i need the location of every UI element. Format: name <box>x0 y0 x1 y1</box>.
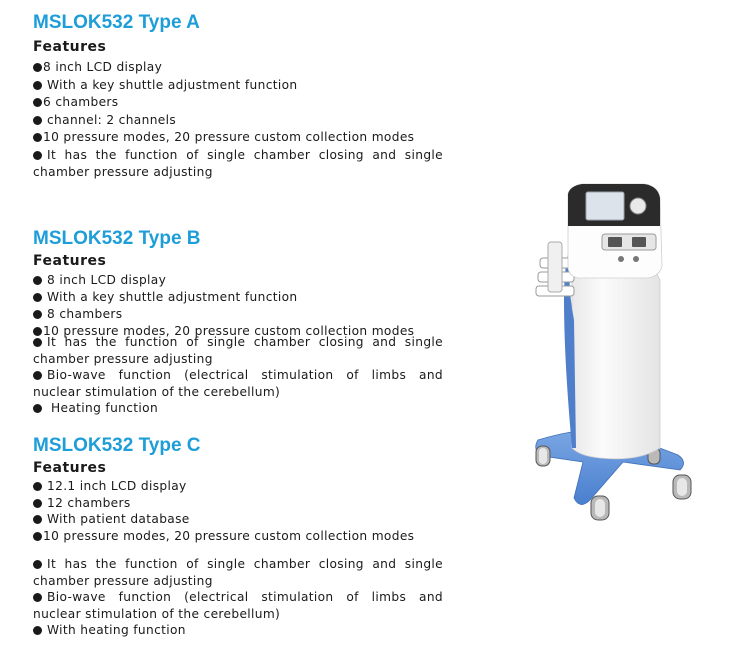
wheel-icon <box>590 495 610 521</box>
list-item: 6 chambers <box>33 94 443 111</box>
list-item: 8 inch LCD display <box>33 272 443 289</box>
list-item: 8 inch LCD display <box>33 59 443 76</box>
bullet-icon <box>33 97 42 107</box>
lcd-screen <box>585 191 625 221</box>
bullet-icon <box>33 115 42 125</box>
type-a-section: MSLOK532 Type A Features 8 inch LCD disp… <box>33 12 445 179</box>
bullet-icon <box>33 531 42 541</box>
list-item: channel: 2 channels <box>33 112 443 129</box>
bullet-icon <box>33 514 42 524</box>
list-item: 10 pressure modes, 20 pressure custom co… <box>33 528 443 545</box>
type-a-features-heading: Features <box>33 39 107 55</box>
bullet-icon <box>33 370 42 380</box>
bullet-icon <box>33 275 42 285</box>
list-item: With heating function <box>33 622 443 639</box>
bullet-icon <box>33 326 42 336</box>
list-item: 8 chambers <box>33 306 443 323</box>
bullet-icon <box>33 150 42 160</box>
list-item: It has the function of single chamber cl… <box>33 148 443 179</box>
bullet-icon <box>33 62 42 72</box>
bullet-icon <box>33 403 42 413</box>
type-b-section: MSLOK532 Type B Features 8 inch LCD disp… <box>33 228 445 415</box>
type-c-features-heading: Features <box>33 460 107 476</box>
bullet-icon <box>33 592 42 602</box>
hose-holder-icon <box>535 241 575 297</box>
wheel-icon <box>672 474 692 500</box>
air-pressure-therapy-machine-image <box>535 183 692 521</box>
list-item: 12 chambers <box>33 495 443 512</box>
type-b-features-heading: Features <box>33 253 107 269</box>
list-item: 10 pressure modes, 20 pressure custom co… <box>33 323 443 340</box>
list-item: Bio-wave function (electrical stimulatio… <box>33 590 443 621</box>
list-item: 10 pressure modes, 20 pressure custom co… <box>33 129 443 146</box>
type-c-title: MSLOK532 Type C <box>33 435 201 456</box>
type-b-title: MSLOK532 Type B <box>33 228 201 249</box>
shuttle-knob-icon <box>629 197 647 215</box>
list-item: With a key shuttle adjustment function <box>33 289 443 306</box>
list-item: Bio-wave function (electrical stimulatio… <box>33 368 443 399</box>
bullet-icon <box>33 559 42 569</box>
list-item: It has the function of single chamber cl… <box>33 335 443 366</box>
bullet-icon <box>33 481 42 491</box>
list-item: With patient database <box>33 511 443 528</box>
list-item: With a key shuttle adjustment function <box>33 77 443 94</box>
bullet-icon <box>33 80 42 90</box>
bullet-icon <box>33 309 42 319</box>
type-a-title: MSLOK532 Type A <box>33 12 200 33</box>
list-item: It has the function of single chamber cl… <box>33 557 443 588</box>
list-item: 12.1 inch LCD display <box>33 478 443 495</box>
bullet-icon <box>33 498 42 508</box>
bullet-icon <box>33 625 42 635</box>
type-c-section: MSLOK532 Type C Features 12.1 inch LCD d… <box>33 435 445 637</box>
bullet-icon <box>33 292 42 302</box>
wheel-icon <box>535 445 551 467</box>
list-item: Heating function <box>33 400 443 417</box>
bullet-icon <box>33 337 42 347</box>
bullet-icon <box>33 132 42 142</box>
